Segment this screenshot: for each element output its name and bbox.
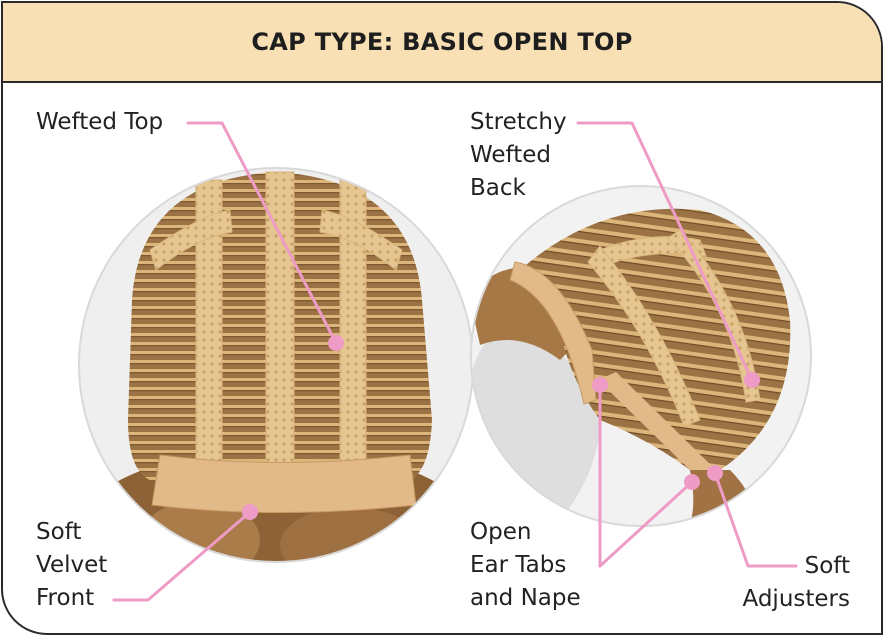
label-soft-adjusters: Soft Adjusters	[743, 550, 851, 616]
label-open-ear-tabs-and-nape: Open Ear Tabs and Nape	[470, 516, 581, 615]
callout-dot-ear-tabs	[592, 377, 608, 393]
label-line: Soft	[36, 519, 82, 545]
label-line: Adjusters	[742, 586, 851, 612]
label-line: Wefted	[470, 142, 552, 168]
label-stretchy-wefted-back: Stretchy Wefted Back	[470, 106, 567, 205]
label-line: Open	[470, 519, 532, 545]
page-title: CAP TYPE: BASIC OPEN TOP	[251, 28, 633, 56]
header-bar: CAP TYPE: BASIC OPEN TOP	[3, 3, 881, 83]
label-line: Stretchy	[470, 109, 567, 135]
callout-dot-nape	[684, 474, 700, 490]
label-soft-velvet-front: Soft Velvet Front	[36, 516, 107, 615]
callout-line-nape	[598, 480, 694, 568]
label-line: Soft	[804, 553, 850, 579]
label-line: Back	[470, 175, 526, 201]
label-line: Velvet	[36, 552, 108, 578]
callout-dot-stretchy-wefted-back	[744, 372, 760, 388]
label-line: Ear Tabs	[470, 552, 567, 578]
callout-dot-wefted-top	[328, 335, 344, 351]
label-wefted-top: Wefted Top	[36, 106, 163, 139]
label-line: Front	[36, 585, 95, 611]
callout-dot-soft-adjusters	[707, 465, 723, 481]
callout-line-soft-velvet-front	[112, 510, 252, 602]
callout-dot-soft-velvet-front	[242, 504, 258, 520]
callout-line-soft-adjusters	[713, 471, 798, 568]
wig-cap-top-view-photo	[79, 168, 473, 562]
label-line: Wefted Top	[36, 109, 164, 135]
wig-cap-side-view-on-mannequin-photo	[471, 186, 811, 526]
callout-line-stretchy-wefted-back	[576, 121, 754, 382]
label-line: and Nape	[470, 585, 581, 611]
callout-line-wefted-top	[186, 121, 338, 345]
